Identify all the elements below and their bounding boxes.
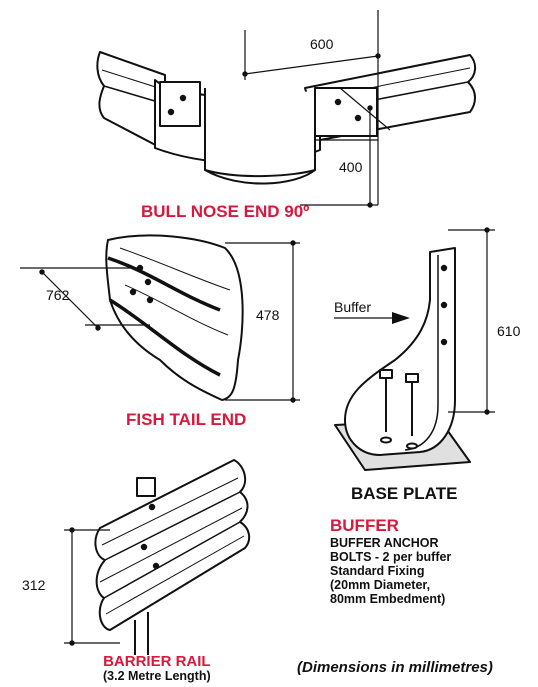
buffer-note-line: BOLTS - 2 per buffer	[330, 550, 452, 564]
bull-nose-width-label: 600	[310, 36, 334, 52]
buffer-notes: BUFFER BUFFER ANCHOR BOLTS - 2 per buffe…	[330, 516, 451, 606]
buffer-title: BUFFER	[330, 516, 399, 535]
base-plate-title: BASE PLATE	[351, 484, 458, 503]
base-plate-drawing	[334, 247, 471, 471]
buffer-note-line: 80mm Embedment)	[330, 592, 446, 606]
fish-tail-height-label: 478	[256, 307, 280, 323]
barrier-rail-caption: BARRIER RAIL (3.2 Metre Length)	[103, 654, 211, 683]
fish-tail-dimensions	[20, 240, 300, 403]
buffer-note-line: (20mm Diameter,	[330, 578, 431, 592]
base-plate-height-label: 610	[497, 323, 521, 339]
barrier-rail-title: BARRIER RAIL	[103, 653, 211, 670]
barrier-rail-height-label: 312	[22, 577, 46, 593]
buffer-note-line: BUFFER ANCHOR	[330, 536, 439, 550]
bull-nose-drawing	[96, 51, 476, 185]
fish-tail-length-label: 762	[46, 287, 70, 303]
units-caption: (Dimensions in millimetres)	[297, 659, 493, 676]
barrier-rail-subtitle: (3.2 Metre Length)	[103, 669, 211, 683]
barrier-rail-drawing	[94, 459, 251, 655]
fish-tail-title: FISH TAIL END	[126, 410, 247, 429]
base-plate-dimensions	[334, 227, 495, 415]
buffer-note-line: Standard Fixing	[330, 564, 425, 578]
bull-nose-dimensions	[242, 10, 391, 208]
barrier-rail-dimensions	[64, 527, 120, 646]
fish-tail-drawing	[105, 234, 244, 401]
bull-nose-depth-label: 400	[339, 159, 363, 175]
bull-nose-title: BULL NOSE END 90º	[141, 202, 310, 221]
buffer-pointer-label: Buffer	[334, 299, 371, 315]
